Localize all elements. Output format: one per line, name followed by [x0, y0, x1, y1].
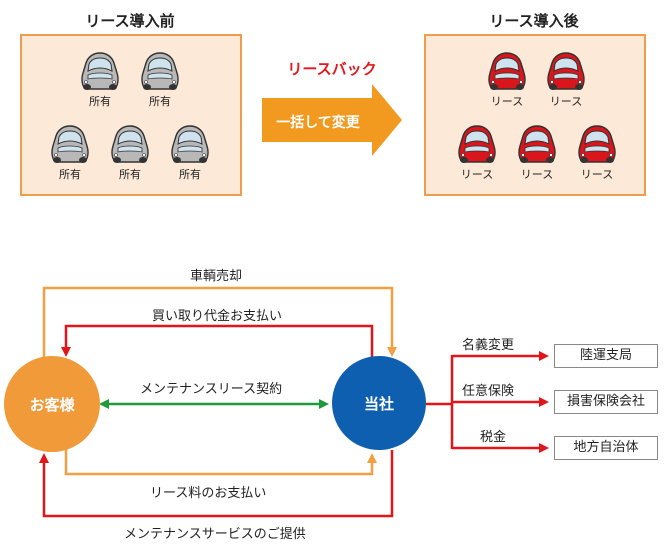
customer-node: お客様	[4, 356, 100, 452]
sale-label: 車輌売却	[190, 269, 243, 284]
leaseback-title: リースバック	[287, 60, 377, 78]
procedure-target-box: 地方自治体	[554, 436, 658, 460]
car-item: 所有	[107, 122, 153, 181]
maintenance-label: メンテナンスサービスのご提供	[124, 527, 306, 542]
before-title: リース導入前	[85, 12, 175, 30]
procedure-target-box: 陸運支局	[554, 344, 658, 368]
bulk-change-label: 一括して変更	[276, 115, 360, 131]
car-label: 所有	[179, 168, 201, 181]
car-label: 所有	[119, 168, 141, 181]
car-item: 所有	[167, 122, 213, 181]
car-item: リース	[484, 49, 530, 108]
lease-payment-label: リース料のお支払い	[150, 486, 267, 501]
car-label: リース	[549, 95, 583, 108]
purchase-payment-label: 買い取り代金お支払い	[152, 309, 283, 324]
car-item: 所有	[137, 49, 183, 108]
contract-label: メンテナンスリース契約	[140, 382, 283, 397]
car-item: 所有	[47, 122, 93, 181]
car-label: リース	[490, 95, 524, 108]
car-label: 所有	[149, 95, 171, 108]
car-item: リース	[514, 122, 560, 181]
after-title: リース導入後	[489, 12, 579, 30]
car-item: リース	[543, 49, 589, 108]
procedure-action-label: 税金	[480, 430, 507, 445]
lease-payment-flow-line	[64, 448, 377, 476]
company-node: 当社	[332, 356, 426, 450]
car-label: リース	[460, 168, 494, 181]
car-item: リース	[454, 122, 500, 181]
procedure-action-label: 名義変更	[462, 338, 515, 353]
sale-flow-line	[42, 286, 397, 358]
after-panel: リース リース リース リース リース	[424, 34, 646, 196]
procedure-action-label: 任意保険	[462, 384, 515, 399]
car-item: 所有	[77, 49, 123, 108]
car-label: リース	[580, 168, 614, 181]
before-panel: 所有 所有 所有 所有 所有	[20, 34, 242, 196]
big-arrow-icon	[262, 84, 402, 156]
maintenance-flow-line	[39, 450, 394, 518]
car-item: リース	[574, 122, 620, 181]
car-label: 所有	[89, 95, 111, 108]
car-label: リース	[520, 168, 554, 181]
car-label: 所有	[59, 168, 81, 181]
procedure-target-box: 損害保険会社	[554, 390, 658, 414]
purchase-payment-flow-line	[61, 324, 374, 358]
